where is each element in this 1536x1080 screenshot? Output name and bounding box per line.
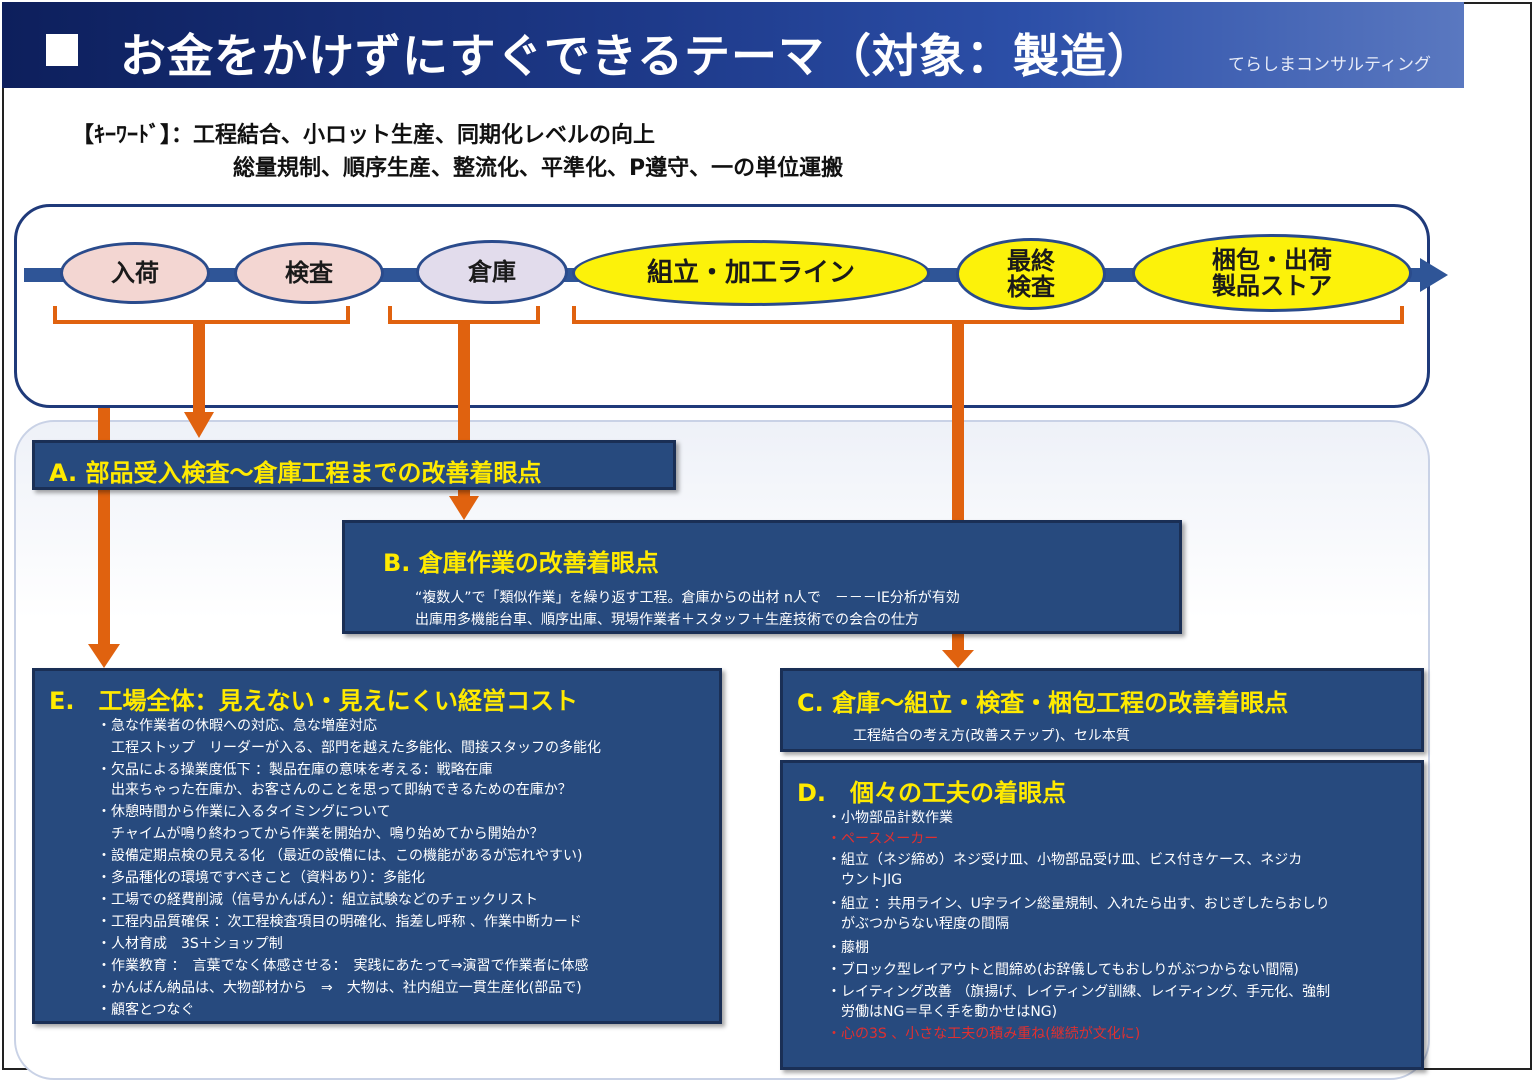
arrow-to-a-head-icon — [184, 412, 214, 438]
panel-b-line: 出庫用多機能台車、順序出庫、現場作業者＋スタッフ＋生産技術での会合の仕方 — [415, 612, 919, 628]
panel-e-line: ・工程内品質確保 ：次工程検査項目の明確化、指差し呼称 、作業中断カード — [97, 914, 582, 930]
panel-d-line: 労働はNG＝早く手を動かせはNG) — [827, 1004, 1058, 1020]
panel-d-line: ・小物部品計数作業 — [827, 810, 953, 826]
panel-e-line: チャイムが鳴り終わってから作業を開始か、鳴り始めてから開始か？ — [97, 826, 544, 842]
panel-e: E. 工場全体：見えない・見えにくい経営コスト ・急な作業者の休暇への対応、急な… — [32, 668, 722, 1024]
panel-e-line: ・欠品による操業度低下 ：製品在庫の意味を考える：戦略在庫 — [97, 762, 493, 778]
panel-e-title: E. 工場全体：見えない・見えにくい経営コスト — [49, 687, 579, 715]
node-final-inspection-label: 最終 検査 — [1007, 246, 1055, 301]
arrow-to-c-head-icon — [942, 650, 974, 668]
panel-b: B. 倉庫作業の改善着眼点 “複数人”で「類似作業」を繰り返す工程。倉庫からの出… — [342, 520, 1182, 634]
panel-e-line: ・作業教育 ： 言葉でなく体感させる： 実践にあたって⇒演習で作業者に体感 — [97, 958, 589, 974]
panel-e-line: ・設備定期点検の見える化 （最近の設備には、この機能があるが忘れやすい) — [97, 848, 583, 864]
flow-arrowhead-icon — [1420, 258, 1448, 292]
panel-a-title: A. 部品受入検査～倉庫工程までの改善着眼点 — [49, 459, 542, 487]
bracket-assembly — [572, 306, 1404, 324]
node-assembly-line-label: 組立・加工ライン — [646, 257, 855, 288]
arrow-to-a-shaft — [193, 322, 205, 414]
arrow-to-e-head-icon — [88, 644, 120, 668]
panel-c: C. 倉庫～組立・検査・梱包工程の改善着眼点 工程結合の考え方(改善ステップ)、… — [780, 668, 1424, 752]
arrow-to-e-shaft-lower — [98, 490, 110, 646]
node-inspection-label: 検査 — [285, 258, 333, 287]
node-packing-shipping-label: 梱包・出荷 製品ストア — [1212, 245, 1332, 300]
panel-e-line: ・急な作業者の休暇への対応、急な増産対応 — [97, 718, 377, 734]
panel-d-line: ・組立（ネジ締め）ネジ受け皿、小物部品受け皿、ビス付きケース、ネジカ — [827, 852, 1303, 868]
keywords-line-2: 総量規制、順序生産、整流化、平準化、P遵守、一の単位運搬 — [233, 156, 844, 181]
bracket-warehouse — [388, 306, 540, 324]
company-name: てらしまコンサルティング — [1228, 55, 1431, 75]
panel-a: A. 部品受入検査～倉庫工程までの改善着眼点 — [32, 440, 676, 490]
panel-d-line: ・組立 ：共用ライン、U字ライン総量規制、入れたら出す、おじぎしたらおしり — [827, 896, 1330, 912]
panel-d-line: ウントJIG — [827, 872, 903, 888]
panel-d: D. 個々の工夫の着眼点 ・小物部品計数作業 ・ペースメーカー ・組立（ネジ締め… — [780, 760, 1424, 1070]
node-receiving-label: 入荷 — [111, 258, 159, 287]
title-bullet-square-icon — [46, 34, 78, 66]
panel-e-line: ・休憩時間から作業に入るタイミングについて — [97, 804, 391, 820]
panel-e-line: 工程ストップ リーダーが入る、部門を越えた多能化、間接スタッフの多能化 — [97, 740, 601, 756]
node-final-inspection: 最終 検査 — [956, 238, 1106, 310]
panel-d-line: ・ブロック型レイアウトと間締め(お辞儀してもおしりがぶつからない間隔) — [827, 962, 1299, 978]
node-receiving: 入荷 — [60, 242, 210, 304]
panel-c-title: C. 倉庫～組立・検査・梱包工程の改善着眼点 — [797, 689, 1289, 717]
panel-b-title: B. 倉庫作業の改善着眼点 — [383, 549, 659, 577]
panel-e-line: ・顧客とつなぐ — [97, 1002, 195, 1018]
node-assembly-line: 組立・加工ライン — [572, 240, 930, 306]
node-inspection: 検査 — [234, 242, 384, 304]
page-title: お金をかけずにすぐできるテーマ（対象：製造） — [120, 29, 1154, 83]
panel-b-line: “複数人”で「類似作業」を繰り返す工程。倉庫からの出材 n人で －－－IE分析が… — [415, 590, 960, 606]
arrow-to-c-shaft-upper — [952, 322, 964, 520]
panel-e-line: ・人材育成 3S＋ショップ制 — [97, 936, 283, 952]
panel-e-line: 出来ちゃった在庫か、お客さんのことを思って即納できるための在庫か？ — [97, 782, 572, 798]
panel-e-line: ・多品種化の環境ですべきこと（資料あり）：多能化 — [97, 870, 426, 886]
node-warehouse-label: 倉庫 — [468, 257, 516, 286]
panel-d-title: D. 個々の工夫の着眼点 — [797, 779, 1067, 807]
node-packing-shipping: 梱包・出荷 製品ストア — [1132, 234, 1412, 312]
keywords-line-1: 【ｷｰﾜｰﾄﾞ】：工程結合、小ロット生産、同期化レベルの向上 — [72, 123, 656, 148]
panel-d-line-highlight: ・心の3S 、小さな工夫の積み重ね(継続が文化に) — [827, 1026, 1141, 1042]
bracket-receiving — [53, 306, 350, 324]
panel-d-line: がぶつからない程度の間隔 — [827, 916, 1009, 932]
panel-d-line-highlight: ・ペースメーカー — [827, 831, 939, 847]
title-bar: お金をかけずにすぐできるテーマ（対象：製造） てらしまコンサルティング — [2, 2, 1464, 88]
process-flow-box — [14, 204, 1430, 408]
panel-e-line: ・かんばん納品は、大物部材から ⇒ 大物は、社内組立一貫生産化(部品で) — [97, 980, 582, 996]
panel-d-line: ・レイティング改善 （旗揚げ、レイティング訓練、レイティング、手元化、強制 — [827, 984, 1331, 1000]
arrow-to-b-head-icon — [449, 496, 479, 520]
panel-c-line: 工程結合の考え方(改善ステップ)、セル本質 — [853, 728, 1130, 744]
panel-d-line: ・藤棚 — [827, 940, 869, 956]
panel-e-line: ・工場での経費削減（信号かんばん）：組立試験などのチェックリスト — [97, 892, 538, 908]
node-warehouse: 倉庫 — [416, 240, 568, 304]
arrow-to-e-shaft-upper — [98, 408, 110, 444]
